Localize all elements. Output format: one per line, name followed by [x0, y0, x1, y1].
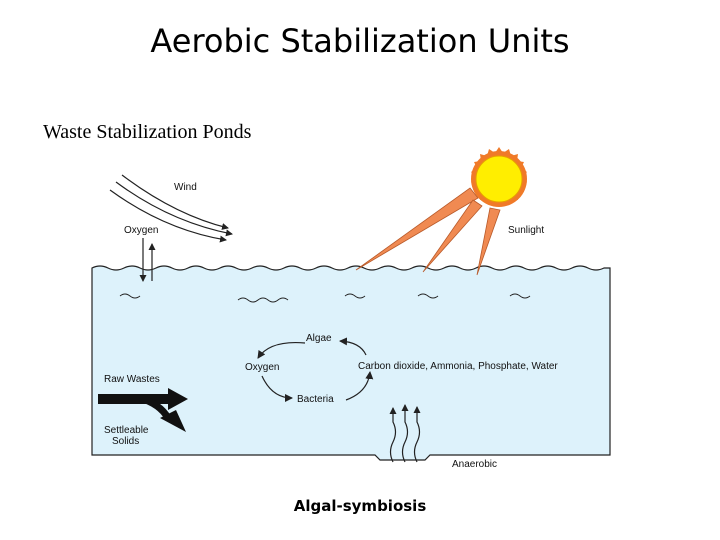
gas-bubble-arrows	[389, 404, 421, 463]
sun-icon	[471, 147, 527, 207]
anaerobic-label: Anaerobic	[452, 459, 497, 470]
oxygen-cycle-label: Oxygen	[245, 362, 279, 373]
settleable-label-line1: Settleable	[104, 425, 149, 436]
bacteria-label: Bacteria	[297, 394, 334, 405]
wind-arrows	[109, 174, 233, 243]
diagram-subtitle: Waste Stabilization Ponds	[43, 121, 252, 143]
sunlight-rays	[355, 187, 501, 276]
oxygen-exchange-arrows	[139, 238, 156, 282]
slide-title: Aerobic Stabilization Units	[150, 22, 570, 60]
cycle-arrows	[257, 337, 374, 402]
ripple-lines	[119, 293, 531, 303]
algae-label: Algae	[306, 333, 332, 344]
raw-wastes-label: Raw Wastes	[104, 374, 160, 385]
settleable-label-line2: Solids	[112, 436, 139, 447]
wind-label: Wind	[174, 182, 197, 193]
diagram-caption: Algal-symbiosis	[293, 497, 427, 515]
sunlight-label: Sunlight	[508, 225, 544, 236]
pond-water	[91, 265, 611, 461]
oxygen-top-label: Oxygen	[124, 225, 158, 236]
nutrients-label: Carbon dioxide, Ammonia, Phosphate, Wate…	[358, 361, 558, 372]
raw-waste-arrow	[98, 388, 188, 432]
